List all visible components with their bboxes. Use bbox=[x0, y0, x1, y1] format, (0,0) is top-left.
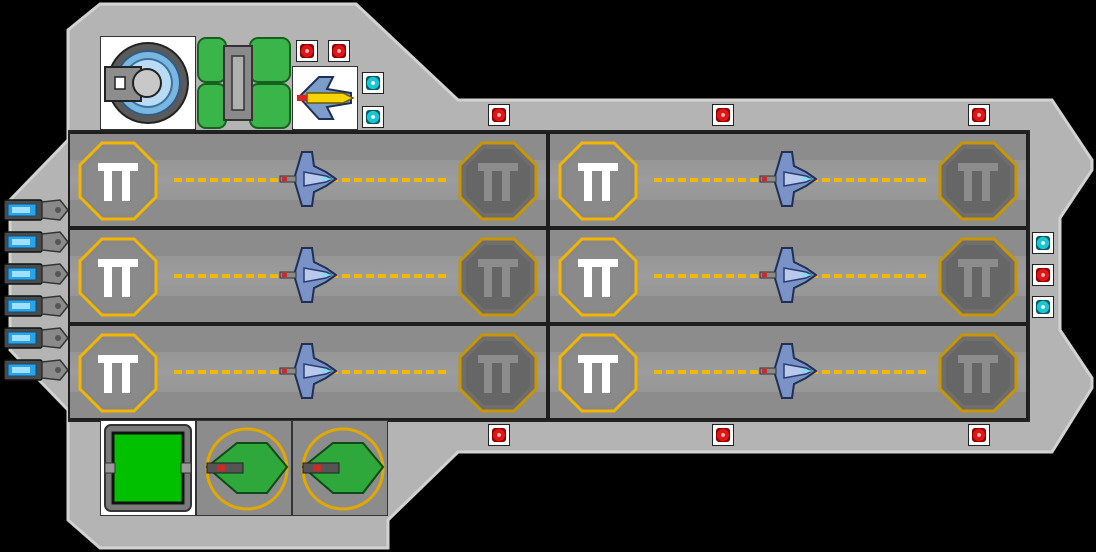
turret-cyan[interactable] bbox=[1032, 296, 1054, 318]
launch-pad-active-icon[interactable] bbox=[78, 333, 158, 413]
green-fighter-bay-2[interactable] bbox=[292, 420, 388, 516]
green-fighter-icon bbox=[301, 427, 385, 511]
turret-red[interactable] bbox=[488, 424, 510, 446]
blue-fighter-icon[interactable] bbox=[756, 144, 820, 214]
blue-thruster-icon bbox=[3, 230, 69, 254]
green-fighter-icon bbox=[205, 427, 289, 511]
launch-pad-active-icon[interactable] bbox=[558, 333, 638, 413]
fuel-tank-icon bbox=[197, 37, 291, 129]
turret-cyan[interactable] bbox=[1032, 232, 1054, 254]
cargo-module[interactable] bbox=[100, 420, 196, 516]
turret-red[interactable] bbox=[712, 104, 734, 126]
blue-thruster-icon bbox=[3, 198, 69, 222]
turret-cyan[interactable] bbox=[362, 72, 384, 94]
turret-cyan[interactable] bbox=[362, 106, 384, 128]
hangar-bay[interactable] bbox=[68, 132, 548, 228]
hangar-bay[interactable] bbox=[548, 228, 1028, 324]
launch-pad-inactive-icon[interactable] bbox=[458, 237, 538, 317]
launch-pad-active-icon[interactable] bbox=[78, 141, 158, 221]
shield-generator-icon bbox=[104, 42, 189, 124]
launch-pad-active-icon[interactable] bbox=[78, 237, 158, 317]
launch-pad-inactive-icon[interactable] bbox=[938, 141, 1018, 221]
turret-red[interactable] bbox=[488, 104, 510, 126]
hangar-bay[interactable] bbox=[548, 324, 1028, 420]
blue-thruster-icon bbox=[3, 326, 69, 350]
blue-fighter-icon[interactable] bbox=[276, 240, 340, 310]
blue-fighter-icon[interactable] bbox=[756, 336, 820, 406]
turret-red[interactable] bbox=[1032, 264, 1054, 286]
turret-red[interactable] bbox=[968, 424, 990, 446]
launch-pad-inactive-icon[interactable] bbox=[458, 141, 538, 221]
turret-red[interactable] bbox=[296, 40, 318, 62]
launch-pad-active-icon[interactable] bbox=[558, 237, 638, 317]
yellow-interceptor-icon bbox=[297, 76, 355, 120]
hangar-bay[interactable] bbox=[548, 132, 1028, 228]
shield-generator[interactable] bbox=[100, 36, 196, 130]
launch-pad-inactive-icon[interactable] bbox=[458, 333, 538, 413]
green-fighter-bay-1[interactable] bbox=[196, 420, 292, 516]
blue-fighter-icon[interactable] bbox=[756, 240, 820, 310]
green-cargo-module-icon bbox=[104, 424, 192, 512]
turret-red[interactable] bbox=[328, 40, 350, 62]
turret-red[interactable] bbox=[712, 424, 734, 446]
launch-pad-inactive-icon[interactable] bbox=[938, 333, 1018, 413]
fuel-tanks[interactable] bbox=[196, 36, 292, 130]
blue-thruster-icon bbox=[3, 262, 69, 286]
blue-fighter-icon[interactable] bbox=[276, 144, 340, 214]
launch-pad-inactive-icon[interactable] bbox=[938, 237, 1018, 317]
interceptor-bay[interactable] bbox=[292, 66, 358, 130]
blue-fighter-icon[interactable] bbox=[276, 336, 340, 406]
hangar-bay[interactable] bbox=[68, 228, 548, 324]
launch-pad-active-icon[interactable] bbox=[558, 141, 638, 221]
hangar-bay[interactable] bbox=[68, 324, 548, 420]
blue-thruster-icon bbox=[3, 358, 69, 382]
turret-red[interactable] bbox=[968, 104, 990, 126]
blue-thruster-icon bbox=[3, 294, 69, 318]
